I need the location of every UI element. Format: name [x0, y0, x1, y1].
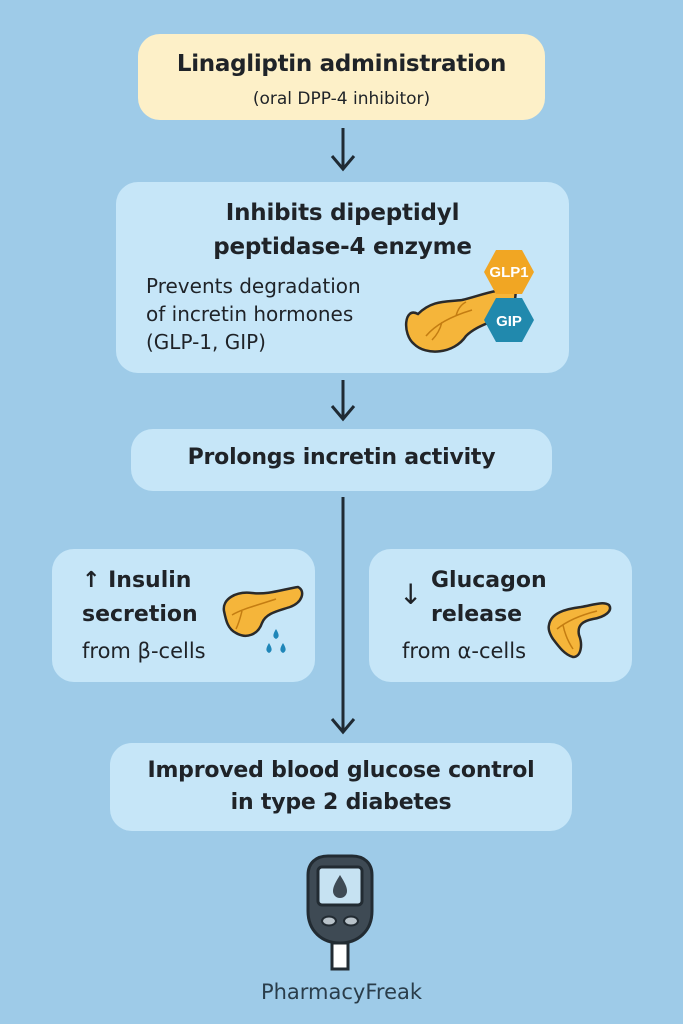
start-title: Linagliptin administration	[176, 51, 507, 77]
glucagon-title: Glucagon	[431, 568, 547, 593]
effect-glucagon-release: ↓ Glucagon release from α-cells	[369, 549, 632, 682]
step1-description: Prevents degradation of incretin hormone…	[146, 274, 361, 354]
start-subtitle: (oral DPP-4 inhibitor)	[252, 89, 431, 109]
glucometer-icon	[306, 854, 374, 971]
arrow-down-icon: ↓	[399, 578, 423, 611]
insulin-droplets-icon	[266, 629, 286, 653]
gip-hormone-icon: GIP	[484, 298, 534, 342]
gip-label: GIP	[496, 313, 522, 330]
arrow-down-icon	[330, 380, 356, 422]
pancreas-glucagon-icon	[547, 602, 612, 659]
insulin-title: ↑ Insulin	[82, 568, 192, 593]
step2-title: Prolongs incretin activity	[187, 445, 496, 470]
arrow-up-icon: ↑	[82, 568, 101, 593]
effect-insulin-secretion: ↑ Insulin secretion from β-cells	[52, 549, 315, 682]
step-inhibits-dpp4: Inhibits dipeptidyl peptidase-4 enzyme P…	[116, 182, 569, 373]
pancreas-hormones-icon: GLP1 GIP	[405, 250, 534, 353]
brand-name: PharmacyFreak	[260, 980, 423, 1004]
glucagon-source: from α-cells	[402, 639, 527, 663]
insulin-source: from β-cells	[82, 639, 206, 663]
start-box-linagliptin: Linagliptin administration (oral DPP-4 i…	[138, 34, 545, 120]
outcome-glucose-control: Improved blood glucose control in type 2…	[110, 743, 572, 831]
arrow-down-icon	[330, 128, 356, 172]
blood-drop-icon	[333, 875, 347, 898]
glp1-hormone-icon: GLP1	[484, 250, 534, 294]
pancreas-insulin-icon	[222, 585, 304, 653]
outcome-title: Improved blood glucose control in type 2…	[147, 758, 535, 815]
step-prolongs-incretin: Prolongs incretin activity	[131, 429, 552, 491]
step1-title: Inhibits dipeptidyl peptidase-4 enzyme	[213, 200, 472, 260]
arrow-down-long-icon	[330, 497, 356, 735]
glp1-label: GLP1	[489, 264, 528, 281]
